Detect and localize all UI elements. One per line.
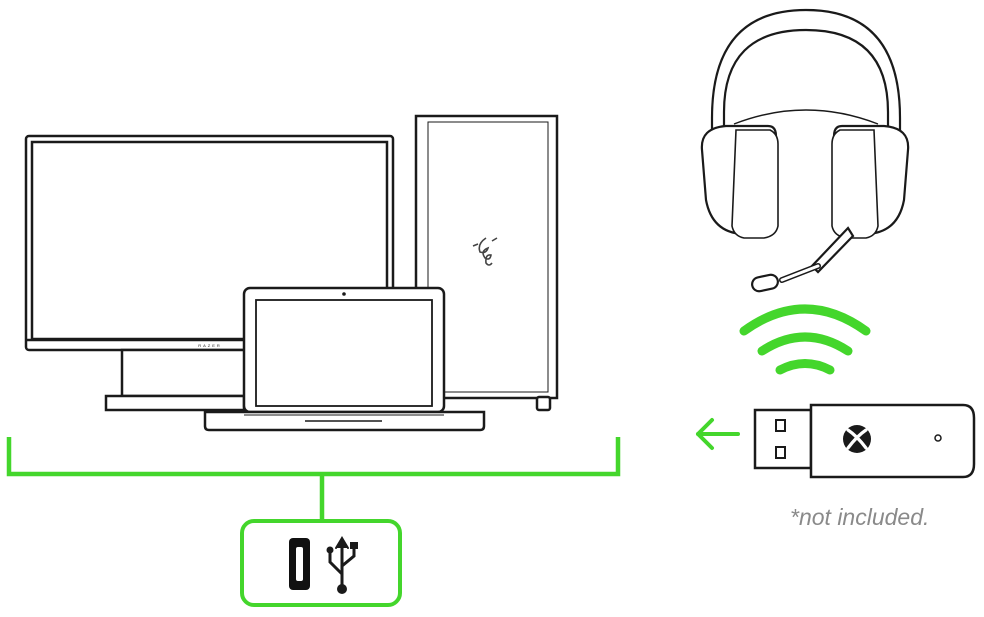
device-bracket — [6, 437, 621, 521]
razer-logo-icon — [472, 237, 498, 266]
usb-port-box — [240, 519, 402, 607]
usb-dongle-icon — [753, 403, 976, 479]
headset-icon — [700, 8, 910, 293]
wireless-signal-icon — [739, 304, 871, 375]
usb-symbol-icon — [326, 536, 358, 594]
laptop-icon — [203, 286, 486, 432]
arrow-left-icon — [696, 418, 740, 450]
monitor-icon — [24, 134, 395, 412]
not-included-note: *not included. — [790, 504, 930, 530]
usb-port-icon — [289, 538, 310, 590]
xbox-logo-icon — [843, 425, 871, 453]
monitor-brand-label: RAZER — [198, 343, 222, 348]
